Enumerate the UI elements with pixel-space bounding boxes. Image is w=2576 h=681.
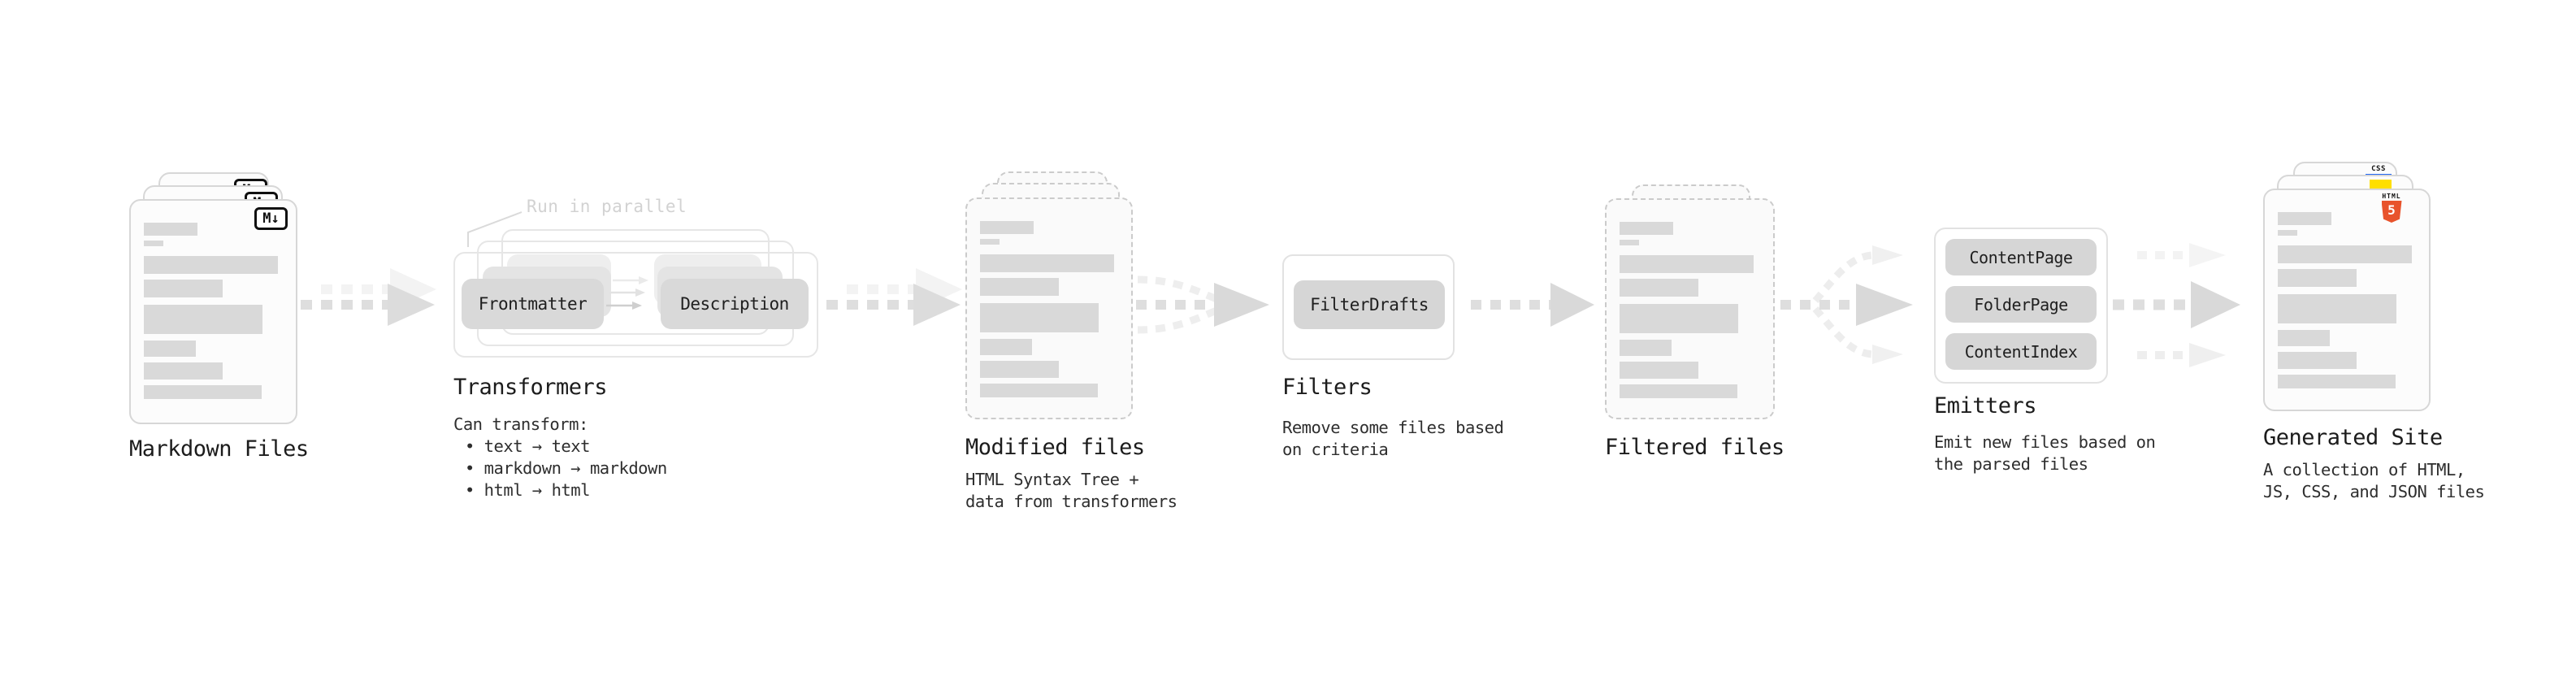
content-index-node: ContentIndex <box>1945 333 2097 370</box>
flow-arrow-markdown-to-transformers <box>301 268 436 326</box>
frontmatter-node: Frontmatter <box>462 279 604 329</box>
placeholder-bar <box>980 278 1059 296</box>
placeholder-bar <box>144 362 223 380</box>
placeholder-bar <box>980 384 1098 397</box>
placeholder-bar <box>980 221 1034 234</box>
js-icon <box>2370 180 2392 189</box>
html5-icon: HTML 5 <box>2379 193 2404 223</box>
placeholder-bar <box>144 280 223 297</box>
filters-note: on criteria <box>1282 440 1389 459</box>
doc-placeholder-text <box>144 223 278 399</box>
transformers-note-title: Can transform: <box>453 414 588 434</box>
placeholder-bar <box>144 223 197 236</box>
flow-arrow-transformers-to-modified <box>826 268 962 326</box>
site-doc-front <box>2263 189 2431 411</box>
placeholder-bar <box>2278 294 2396 323</box>
folder-page-node: FolderPage <box>1945 286 2097 323</box>
doc-placeholder-text <box>980 221 1114 397</box>
stage-label-filtered-files: Filtered files <box>1605 435 1785 460</box>
placeholder-bar <box>2278 245 2412 263</box>
stage-label-emitters: Emitters <box>1934 393 2037 419</box>
modified-files-note: data from transformers <box>965 492 1177 511</box>
html5-icon-label: HTML <box>2382 193 2401 200</box>
placeholder-bar <box>2278 330 2330 346</box>
placeholder-bar <box>1620 240 1639 245</box>
placeholder-bar <box>144 340 196 357</box>
transformers-bullet: • markdown → markdown <box>465 458 667 478</box>
placeholder-bar <box>144 305 262 334</box>
placeholder-bar <box>2278 212 2331 225</box>
modified-doc-front <box>965 197 1133 419</box>
annotation-callout-line <box>467 211 523 247</box>
filtered-doc-front <box>1605 198 1775 419</box>
placeholder-bar <box>1620 222 1673 235</box>
css-icon-label: CSS <box>2371 165 2386 173</box>
transformer-step-arrows <box>606 276 648 310</box>
placeholder-bar <box>980 339 1032 355</box>
html5-icon-shield: 5 <box>2381 201 2402 223</box>
placeholder-bar <box>980 239 1000 245</box>
doc-placeholder-text <box>1620 222 1754 398</box>
filters-note: Remove some files based <box>1282 418 1504 437</box>
placeholder-bar <box>1620 384 1737 398</box>
modified-files-note: HTML Syntax Tree + <box>965 470 1139 489</box>
markdown-doc-front <box>129 199 297 424</box>
placeholder-bar <box>2278 230 2297 236</box>
run-in-parallel-annotation: Run in parallel <box>527 197 687 216</box>
generated-site-note: A collection of HTML, <box>2263 460 2465 479</box>
description-node: Description <box>661 279 809 329</box>
placeholder-bar <box>1620 340 1672 356</box>
placeholder-bar <box>144 241 163 246</box>
placeholder-bar <box>144 385 262 399</box>
placeholder-bar <box>980 254 1114 272</box>
transformer-frame-front <box>453 252 818 358</box>
placeholder-bar <box>144 256 278 274</box>
placeholder-bar <box>2278 352 2357 369</box>
content-page-node: ContentPage <box>1945 239 2097 275</box>
transformers-bullet: • text → text <box>465 436 590 456</box>
flow-arrow-filtered-to-emitters <box>1780 245 1913 364</box>
placeholder-bar <box>980 303 1099 332</box>
filter-drafts-node: FilterDrafts <box>1294 280 1445 329</box>
placeholder-bar <box>1620 304 1738 333</box>
markdown-icon: M↓ <box>254 207 288 230</box>
placeholder-bar <box>2278 375 2396 388</box>
placeholder-bar <box>2278 269 2357 287</box>
flow-arrow-filters-to-filtered <box>1471 283 1594 327</box>
transformers-bullet: • html → html <box>465 480 590 500</box>
stage-label-markdown-files: Markdown Files <box>129 436 309 462</box>
placeholder-bar <box>1620 362 1698 379</box>
placeholder-bar <box>1620 279 1698 297</box>
stage-label-filters: Filters <box>1282 375 1373 400</box>
stage-label-transformers: Transformers <box>453 375 608 400</box>
placeholder-bar <box>1620 255 1754 273</box>
placeholder-bar <box>980 361 1059 378</box>
flow-arrow-modified-to-filters <box>1136 275 1269 334</box>
generated-site-note: JS, CSS, and JSON files <box>2263 482 2485 501</box>
stage-label-generated-site: Generated Site <box>2263 425 2443 450</box>
emitters-note: Emit new files based on <box>1934 432 2156 452</box>
emitters-note: the parsed files <box>1934 454 2088 474</box>
stage-label-modified-files: Modified files <box>965 435 1145 460</box>
doc-placeholder-text <box>2278 212 2412 388</box>
flow-arrow-emitters-to-site <box>2113 243 2240 367</box>
